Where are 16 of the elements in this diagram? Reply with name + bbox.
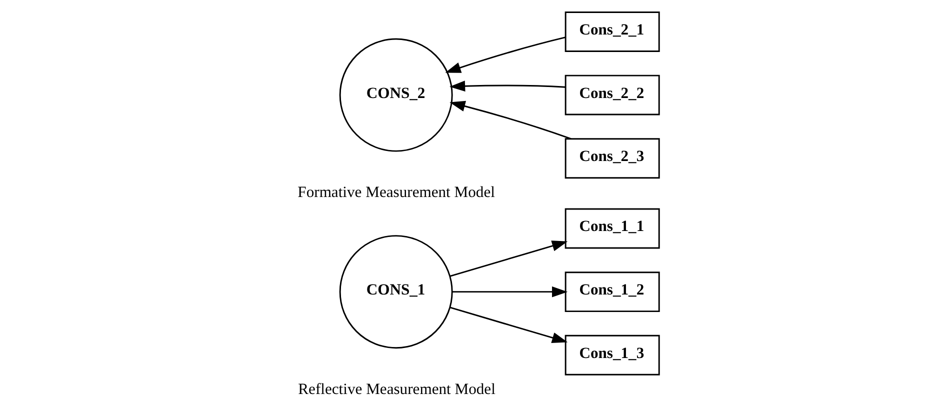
arrow	[450, 240, 568, 277]
node-box: Cons_2_1	[564, 12, 660, 52]
arrow	[450, 100, 572, 140]
label: Formative Measurement Model	[298, 184, 495, 202]
node-circle: CONS_2	[339, 38, 453, 152]
arrow	[445, 36, 566, 73]
label: Reflective Measurement Model	[298, 380, 496, 398]
arrow	[449, 80, 566, 92]
arrow	[452, 286, 568, 298]
node-box: Cons_1_1	[564, 208, 660, 249]
node-box: Cons_1_3	[564, 334, 660, 376]
arrow	[450, 306, 568, 344]
node-circle: CONS_1	[339, 235, 453, 349]
node-box: Cons_2_2	[564, 74, 660, 116]
node-box: Cons_2_3	[564, 138, 660, 179]
node-box: Cons_1_2	[564, 272, 660, 312]
